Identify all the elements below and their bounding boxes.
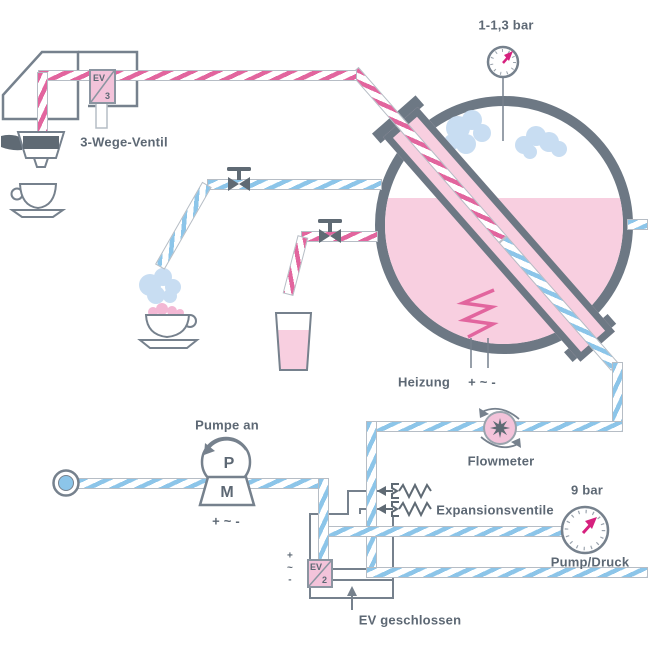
- expansion-valves: [377, 482, 432, 518]
- expansion-valves-label: Expansionsventile: [436, 502, 554, 518]
- pump: P M: [198, 436, 256, 507]
- steam-valve: [227, 167, 251, 191]
- water-glass-icon: [274, 312, 313, 371]
- espresso-cup-icon: [8, 183, 67, 218]
- portafilter-handle: [1, 134, 22, 151]
- ev2-number: 2: [322, 575, 327, 585]
- boiler-pressure-gauge: [486, 45, 520, 79]
- gauge-needle: [581, 517, 597, 535]
- boiler-pressure-label: 1-1,3 bar: [478, 17, 534, 33]
- gauge-needle: [502, 51, 513, 64]
- pump-letter-m: M: [220, 484, 233, 501]
- ev3-valve: EV 3: [89, 69, 116, 104]
- pump-motor: [198, 475, 256, 507]
- wand-steam-cloud-icon: [139, 268, 181, 304]
- water-inlet: [52, 469, 80, 497]
- expansion-valve-1: [377, 482, 432, 500]
- three-way-valve-label: 3-Wege-Ventil: [80, 134, 168, 150]
- ev2-terminal-plus: +: [286, 550, 294, 562]
- flowmeter-label: Flowmeter: [467, 453, 535, 469]
- ev2-name: EV: [310, 562, 322, 572]
- flowmeter-impeller-icon: [490, 418, 510, 438]
- heating-label: Heizung: [398, 374, 450, 390]
- hot-water-valve: [318, 219, 342, 243]
- cappuccino-cup-icon: [137, 303, 200, 349]
- pump-terminals: + ~ -: [212, 513, 240, 529]
- ev3-name: EV: [93, 73, 105, 83]
- heating-terminals: + ~ -: [468, 374, 496, 390]
- ev-closed-arrow-icon: [347, 586, 357, 610]
- ev-closed-label: EV geschlossen: [358, 612, 462, 628]
- pump-letter-p: P: [224, 455, 235, 472]
- flowmeter: [479, 407, 521, 449]
- expansion-valve-2: [377, 500, 432, 518]
- expansion-valve-manifold-lines: [309, 490, 394, 599]
- ev2-terminal-minus: -: [288, 574, 292, 586]
- ev3-discharge-pipe: [95, 99, 108, 129]
- ev3-number: 3: [105, 91, 110, 101]
- heating-element-icon: [456, 288, 499, 368]
- pump-pressure-value: 9 bar: [570, 482, 604, 498]
- pump-status-label: Pumpe an: [195, 417, 259, 433]
- steam-cloud-icon: [444, 110, 567, 159]
- pump-pressure-gauge: [560, 505, 610, 555]
- pump-pressure-label: Pump/Druck: [550, 554, 630, 570]
- rotation-arrow-icon: [208, 438, 247, 451]
- ev2-terminal-ac: ~: [286, 562, 294, 574]
- ev2-valve: EV 2: [307, 559, 333, 588]
- portafilter: [1, 131, 66, 168]
